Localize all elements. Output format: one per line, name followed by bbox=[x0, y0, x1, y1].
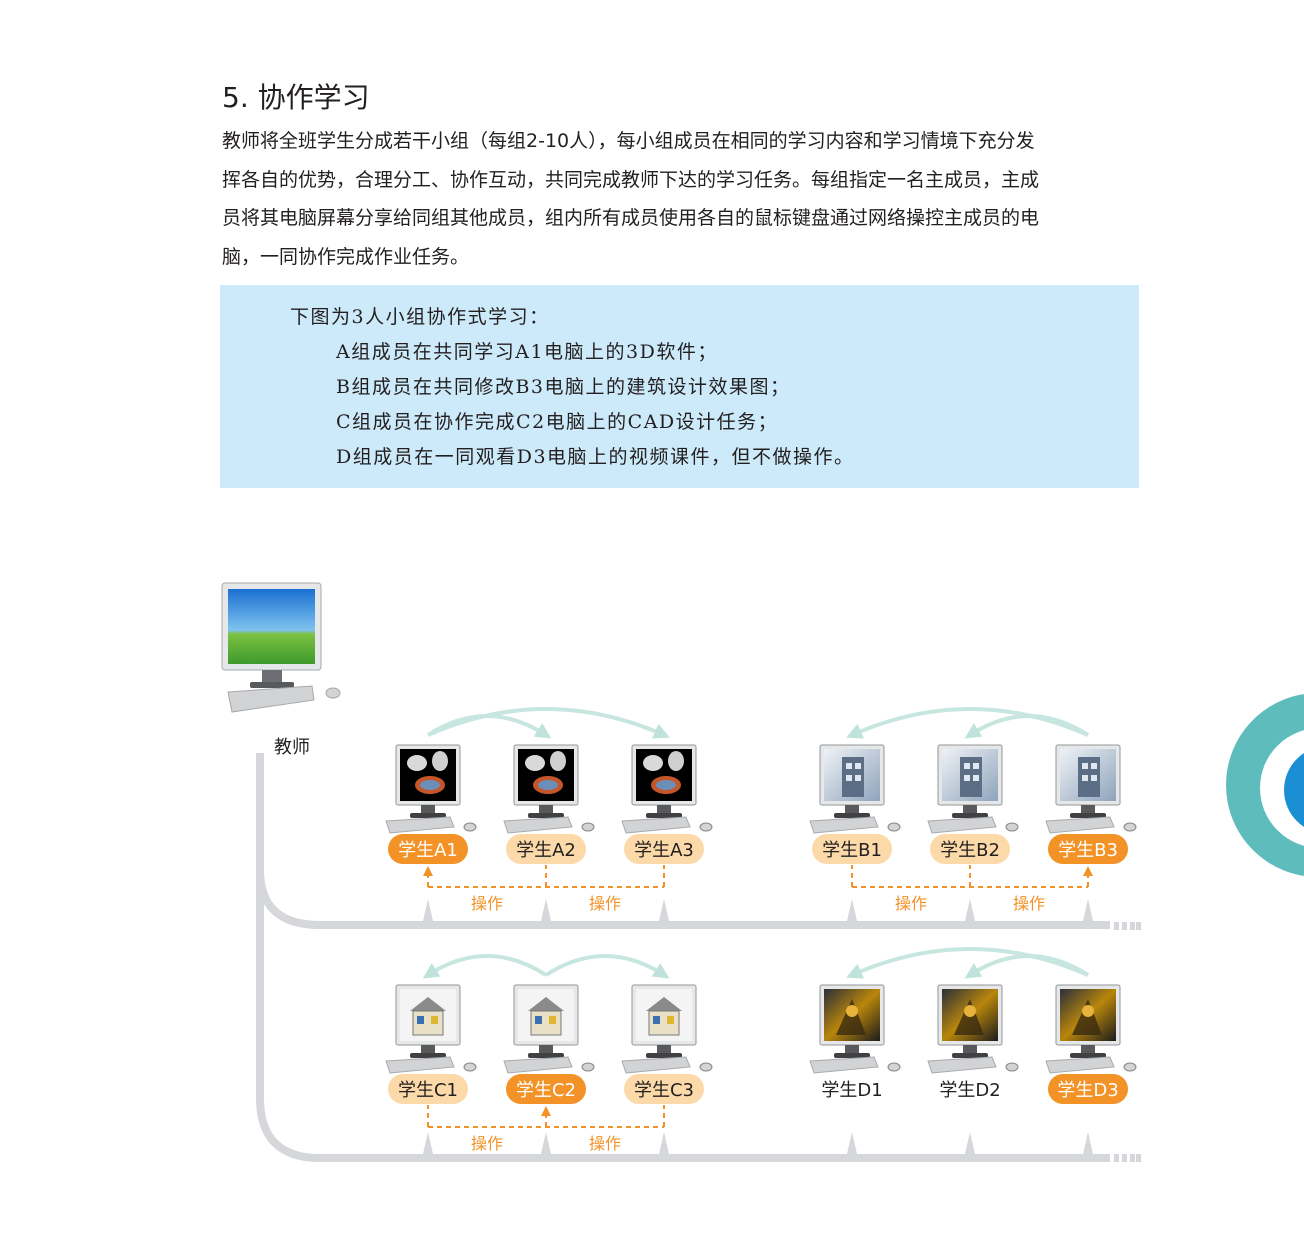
student-computer-icon bbox=[1045, 984, 1137, 1074]
student-label: 学生D2 bbox=[939, 1080, 1000, 1101]
student-computer-icon bbox=[621, 984, 713, 1074]
share-arrow bbox=[427, 707, 670, 739]
share-arrow bbox=[422, 954, 548, 979]
student-computer-icon bbox=[927, 744, 1019, 834]
callout-item-c: C组成员在协作完成C2电脑上的CAD设计任务； bbox=[336, 411, 779, 433]
network-tick bbox=[965, 899, 975, 921]
teacher-label: 教师 bbox=[274, 737, 310, 758]
operate-label: 操作 bbox=[895, 894, 927, 913]
student-badge bbox=[812, 834, 892, 864]
share-arrow bbox=[544, 954, 670, 979]
callout-item-d: D组成员在一同观看D3电脑上的视频课件，但不做操作。 bbox=[336, 446, 855, 468]
operate-label: 操作 bbox=[471, 1134, 503, 1153]
student-badge bbox=[388, 834, 468, 864]
network-tick bbox=[847, 1132, 857, 1154]
share-arrow bbox=[964, 954, 1090, 979]
student-label: 学生C2 bbox=[516, 1080, 576, 1101]
student-label: 学生A3 bbox=[634, 840, 694, 861]
network-line-ellipsis bbox=[1114, 922, 1141, 1162]
student-label: 学生B2 bbox=[940, 840, 1000, 861]
student-badge bbox=[506, 834, 586, 864]
student-badge bbox=[506, 1074, 586, 1104]
network-tick bbox=[541, 1132, 551, 1154]
student-label: 学生B1 bbox=[822, 840, 882, 861]
student-computer-icon bbox=[385, 744, 477, 834]
student-label: 学生D1 bbox=[821, 1080, 882, 1101]
student-computer-icon bbox=[927, 984, 1019, 1074]
share-arrow bbox=[846, 707, 1089, 739]
student-badge bbox=[1048, 834, 1128, 864]
share-arrow bbox=[964, 714, 1090, 739]
student-badge bbox=[930, 834, 1010, 864]
share-arrow bbox=[426, 714, 552, 739]
network-tick bbox=[847, 899, 857, 921]
student-computer-icon bbox=[385, 984, 477, 1074]
paragraph-line: 挥各自的优势，合理分工、协作互动，共同完成教师下达的学习任务。每组指定一名主成员… bbox=[222, 168, 1040, 191]
student-computer-icon bbox=[809, 744, 901, 834]
paragraph-line: 教师将全班学生分成若干小组（每组2-10人），每小组成员在相同的学习内容和学习情… bbox=[222, 130, 1035, 152]
student-label: 学生D3 bbox=[1057, 1080, 1118, 1101]
teacher-computer-icon bbox=[221, 582, 341, 713]
network-tick bbox=[423, 899, 433, 921]
paragraph-line: 员将其电脑屏幕分享给同组其他成员，组内所有成员使用各自的鼠标键盘通过网络操控主成… bbox=[222, 207, 1040, 229]
student-label: 学生B3 bbox=[1058, 840, 1118, 861]
student-computer-icon bbox=[809, 984, 901, 1074]
share-arrow bbox=[846, 947, 1089, 979]
network-tick bbox=[659, 899, 669, 921]
student-label: 学生C1 bbox=[398, 1080, 458, 1101]
callout-intro: 下图为3人小组协作式学习： bbox=[290, 306, 550, 328]
student-computer-icon bbox=[503, 744, 595, 834]
operate-label: 操作 bbox=[589, 1134, 621, 1153]
network-tick bbox=[541, 899, 551, 921]
intro-paragraph: 教师将全班学生分成若干小组（每组2-10人），每小组成员在相同的学习内容和学习情… bbox=[222, 122, 1137, 276]
paragraph-line: 脑，一同协作完成作业任务。 bbox=[222, 245, 470, 268]
callout-box: 下图为3人小组协作式学习： A组成员在共同学习A1电脑上的3D软件； B组成员在… bbox=[220, 285, 1139, 488]
network-tick bbox=[1083, 899, 1093, 921]
operate-label: 操作 bbox=[589, 894, 621, 913]
callout-item-a: A组成员在共同学习A1电脑上的3D软件； bbox=[336, 341, 718, 363]
student-computer-icon bbox=[503, 984, 595, 1074]
student-label: 学生C3 bbox=[634, 1080, 694, 1101]
decorative-circle-icon bbox=[1226, 694, 1304, 876]
student-label: 学生A2 bbox=[516, 840, 576, 861]
student-label: 学生A1 bbox=[398, 840, 458, 861]
student-badge bbox=[388, 1074, 468, 1104]
student-computer-icon bbox=[1045, 744, 1137, 834]
section-heading: 5. 协作学习 bbox=[222, 81, 370, 114]
student-badge bbox=[1048, 1074, 1128, 1104]
student-badge bbox=[624, 834, 704, 864]
student-badge bbox=[624, 1074, 704, 1104]
network-tick bbox=[1083, 1132, 1093, 1154]
network-tick bbox=[965, 1132, 975, 1154]
operate-label: 操作 bbox=[471, 894, 503, 913]
network-lines bbox=[256, 753, 1110, 1162]
network-tick bbox=[659, 1132, 669, 1154]
operate-label: 操作 bbox=[1013, 894, 1045, 913]
student-computer-icon bbox=[621, 744, 713, 834]
network-tick bbox=[423, 1132, 433, 1154]
callout-item-b: B组成员在共同修改B3电脑上的建筑设计效果图； bbox=[336, 376, 791, 398]
